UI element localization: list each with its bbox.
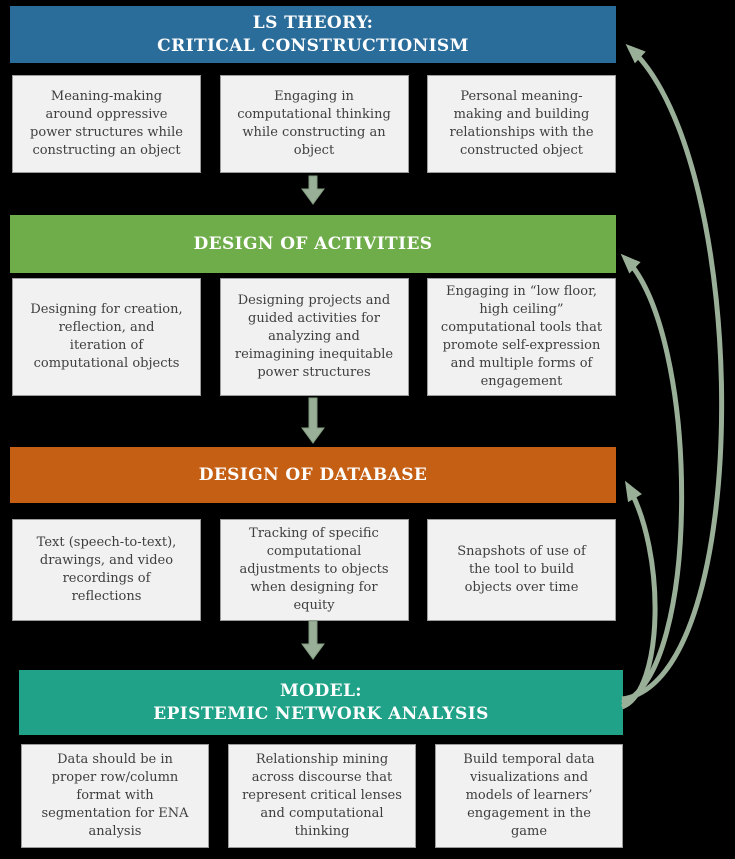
model-box-3: Build temporal data visualizations and m… bbox=[435, 744, 623, 848]
header-model-ena: MODEL: EPISTEMIC NETWORK ANALYSIS bbox=[19, 670, 623, 735]
activities-box-2: Designing projects and guided activities… bbox=[219, 278, 409, 396]
model-box-row: Data should be in proper row/column form… bbox=[21, 744, 623, 848]
down-arrow-database-to-model-icon bbox=[301, 620, 325, 660]
theory-box-1: Meaning-making around oppressive power s… bbox=[12, 75, 201, 173]
model-box-2: Relationship mining across discourse tha… bbox=[228, 744, 416, 848]
theory-box-row: Meaning-making around oppressive power s… bbox=[12, 75, 616, 173]
database-box-1: Text (speech-to-text), drawings, and vid… bbox=[12, 519, 201, 621]
database-box-3: Snapshots of use of the tool to build ob… bbox=[427, 519, 616, 621]
activities-box-3: Engaging in “low floor, high ceiling” co… bbox=[427, 278, 616, 396]
header-design-of-activities: DESIGN OF ACTIVITIES bbox=[10, 215, 616, 273]
header-design-of-database: DESIGN OF DATABASE bbox=[10, 447, 616, 503]
feedback-arrow-model-to-database-icon bbox=[620, 480, 658, 710]
down-arrow-activities-to-database-icon bbox=[301, 397, 325, 444]
feedback-arrow-model-to-activities-icon bbox=[620, 253, 685, 706]
theory-box-3: Personal meaning- making and building re… bbox=[427, 75, 616, 173]
activities-box-1: Designing for creation, reflection, and … bbox=[12, 278, 201, 396]
activities-box-row: Designing for creation, reflection, and … bbox=[12, 278, 616, 396]
down-arrow-theory-to-activities-icon bbox=[301, 175, 325, 205]
database-box-row: Text (speech-to-text), drawings, and vid… bbox=[12, 519, 616, 621]
model-box-1: Data should be in proper row/column form… bbox=[21, 744, 209, 848]
feedback-arrow-model-to-theory-icon bbox=[621, 43, 725, 702]
database-box-2: Tracking of specific computational adjus… bbox=[219, 519, 409, 621]
header-ls-theory: LS THEORY: CRITICAL CONSTRUCTIONISM bbox=[10, 6, 616, 63]
theory-box-2: Engaging in computational thinking while… bbox=[219, 75, 409, 173]
